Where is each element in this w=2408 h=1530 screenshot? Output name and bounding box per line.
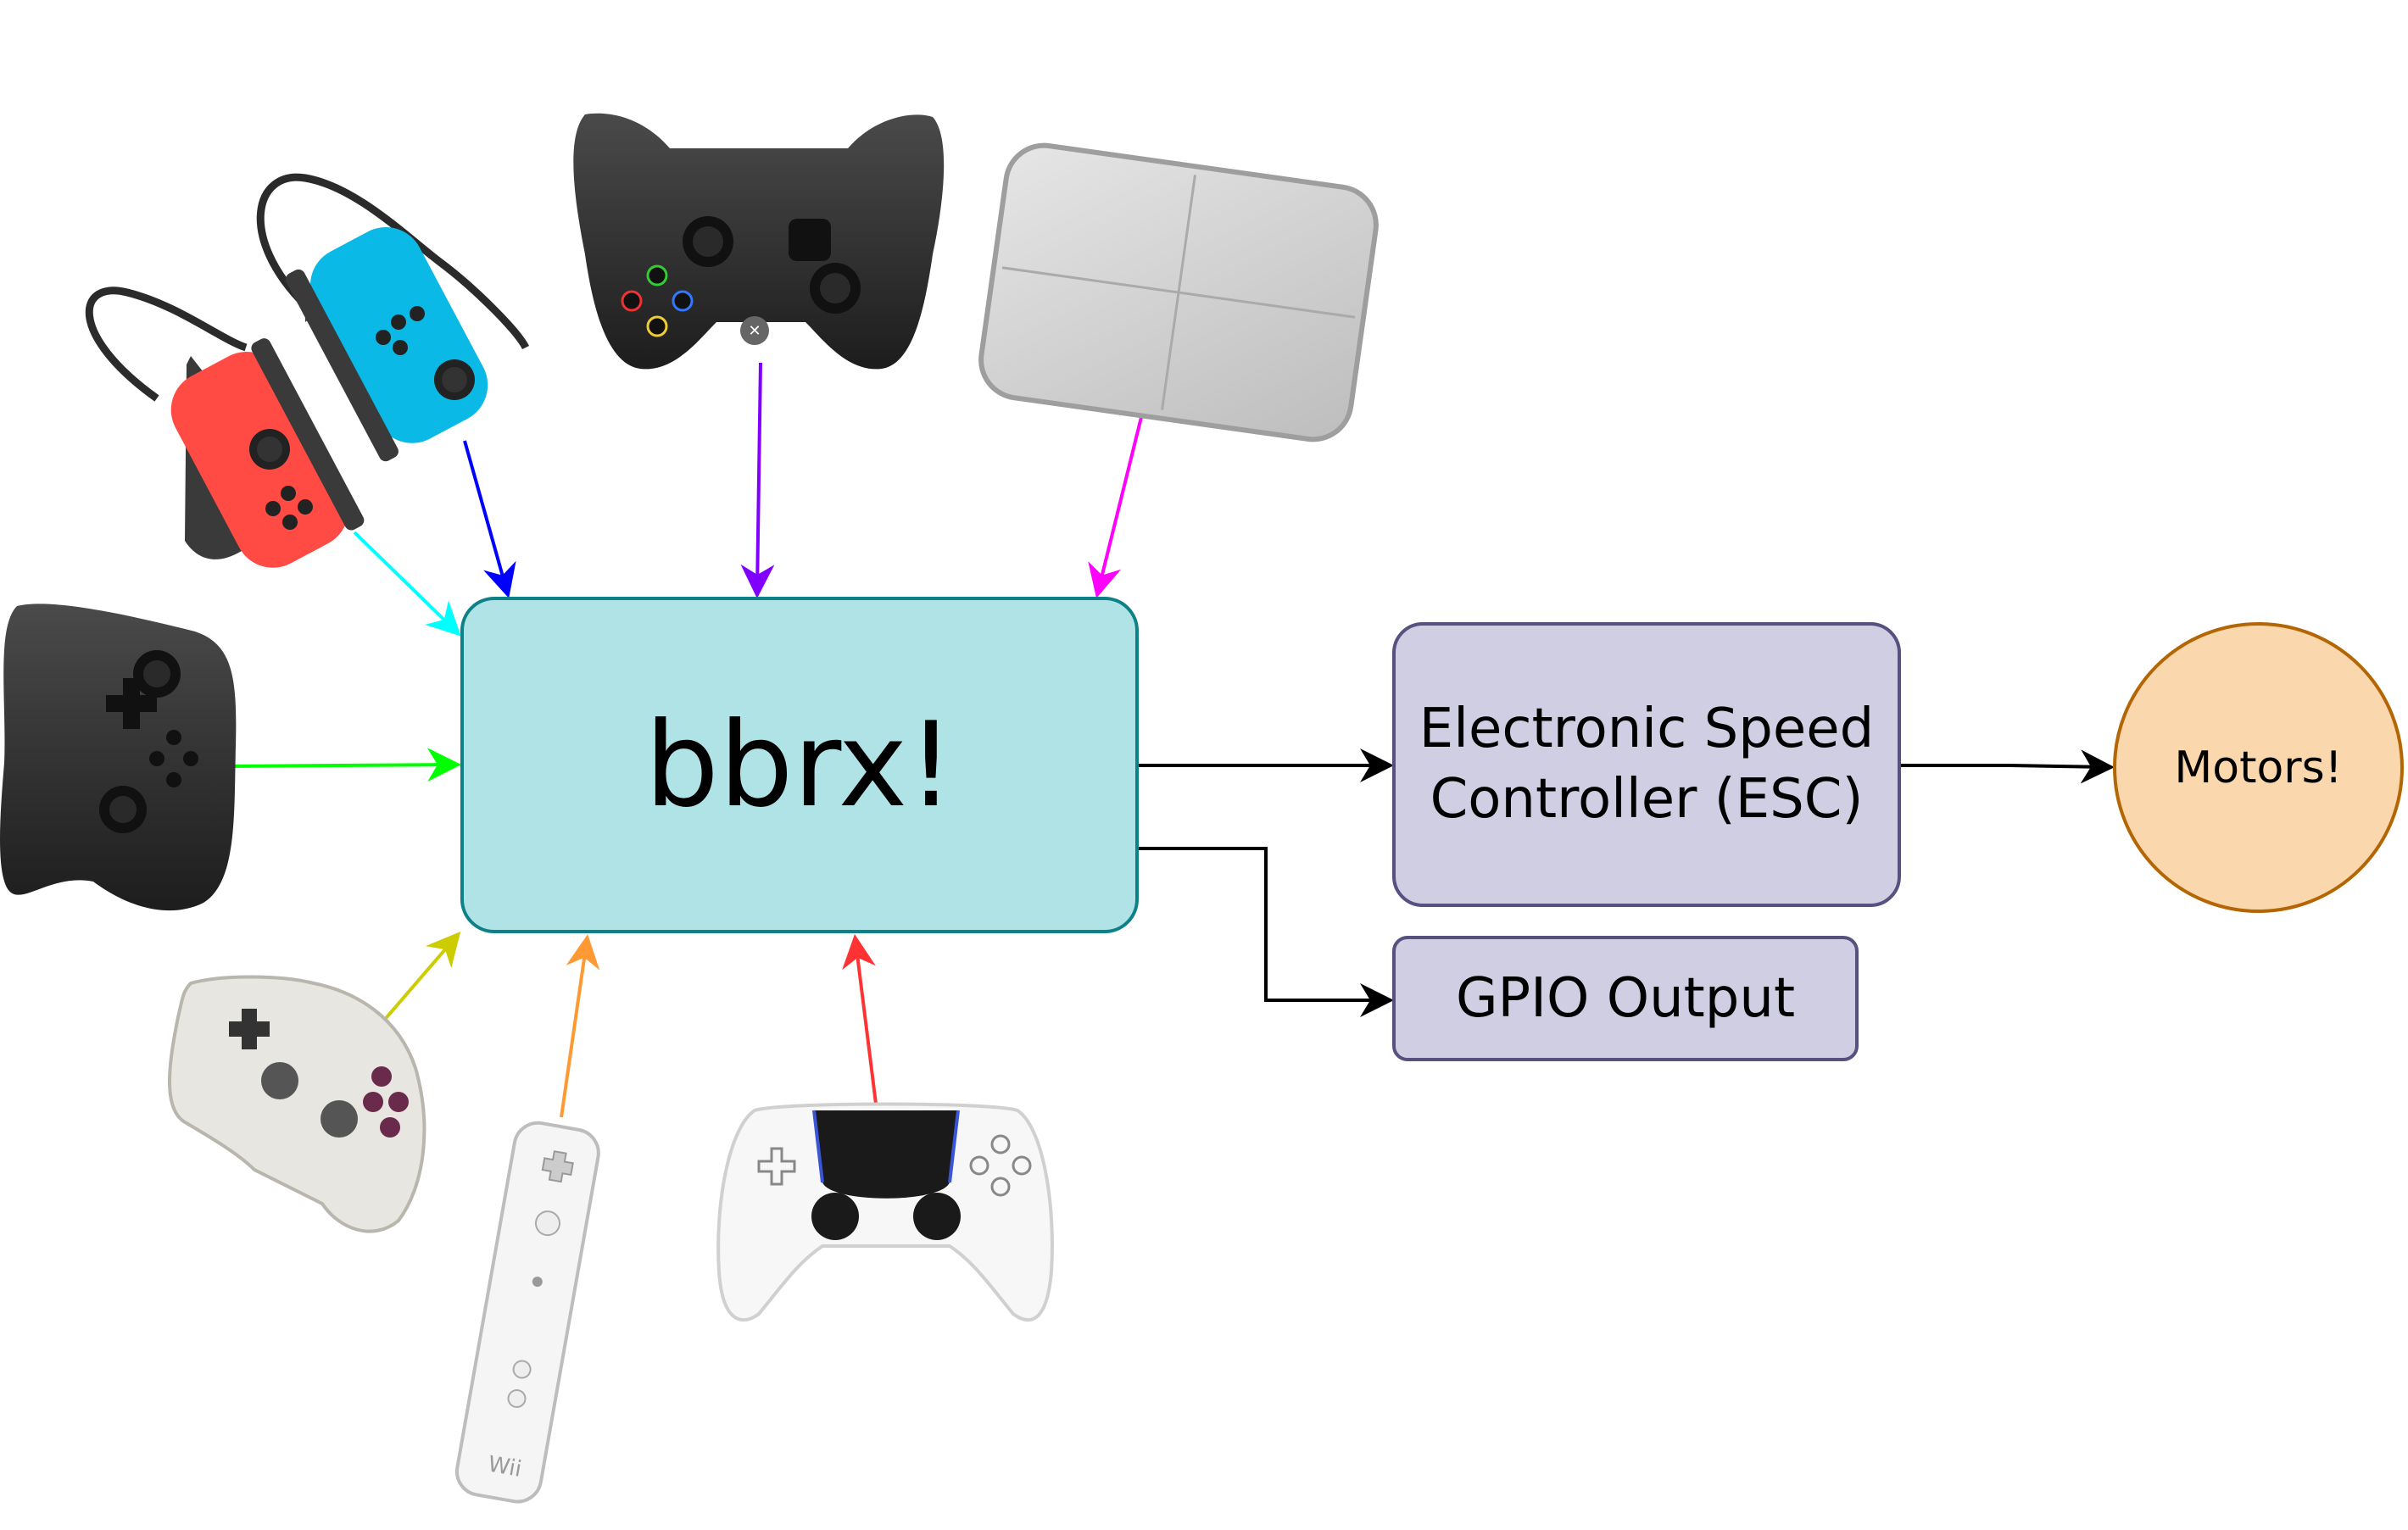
wii-remote-icon: Wii (454, 1121, 600, 1504)
arrow-dualsense (842, 934, 878, 1104)
8bitdo-controller-icon (168, 975, 426, 1233)
arrow-balance-board (1088, 396, 1148, 598)
joycon-left-icon (85, 287, 365, 568)
arrow-joycon-left (353, 531, 461, 637)
esc-label-line1: Electronic Speed (1419, 697, 1875, 760)
switch-pro-controller-icon (0, 604, 237, 911)
arrow-joycon-right (463, 440, 516, 598)
motors-label: Motors! (2174, 742, 2343, 793)
output-arrows (1139, 748, 2115, 1017)
bbrx-hub-label: bbrx! (644, 697, 955, 833)
arrow-hub-to-gpio (1139, 847, 1394, 1017)
gpio-output-label: GPIO Output (1455, 967, 1796, 1030)
esc-label: Electronic Speed Controller (ESC) (1419, 694, 1874, 835)
motors-node: Motors! (2113, 622, 2404, 913)
arrow-xbox (740, 362, 775, 598)
arrow-esc-to-motors (1901, 749, 2115, 784)
joycon-right-icon (256, 173, 530, 462)
wii-balance-board-icon (978, 142, 1379, 442)
dualsense-controller-icon (716, 1102, 1054, 1322)
esc-label-line2: Controller (ESC) (1430, 768, 1864, 831)
arrow-pro-controller (228, 748, 461, 782)
xbox-controller-icon: ✕ (573, 113, 945, 370)
wii-logo-text: Wii (486, 1452, 523, 1483)
arrow-wii-remote (560, 934, 600, 1118)
esc-node: Electronic Speed Controller (ESC) (1392, 622, 1901, 907)
svg-text:✕: ✕ (748, 322, 761, 340)
gpio-output-node: GPIO Output (1392, 936, 1859, 1061)
bbrx-hub-node: bbrx! (460, 597, 1139, 933)
